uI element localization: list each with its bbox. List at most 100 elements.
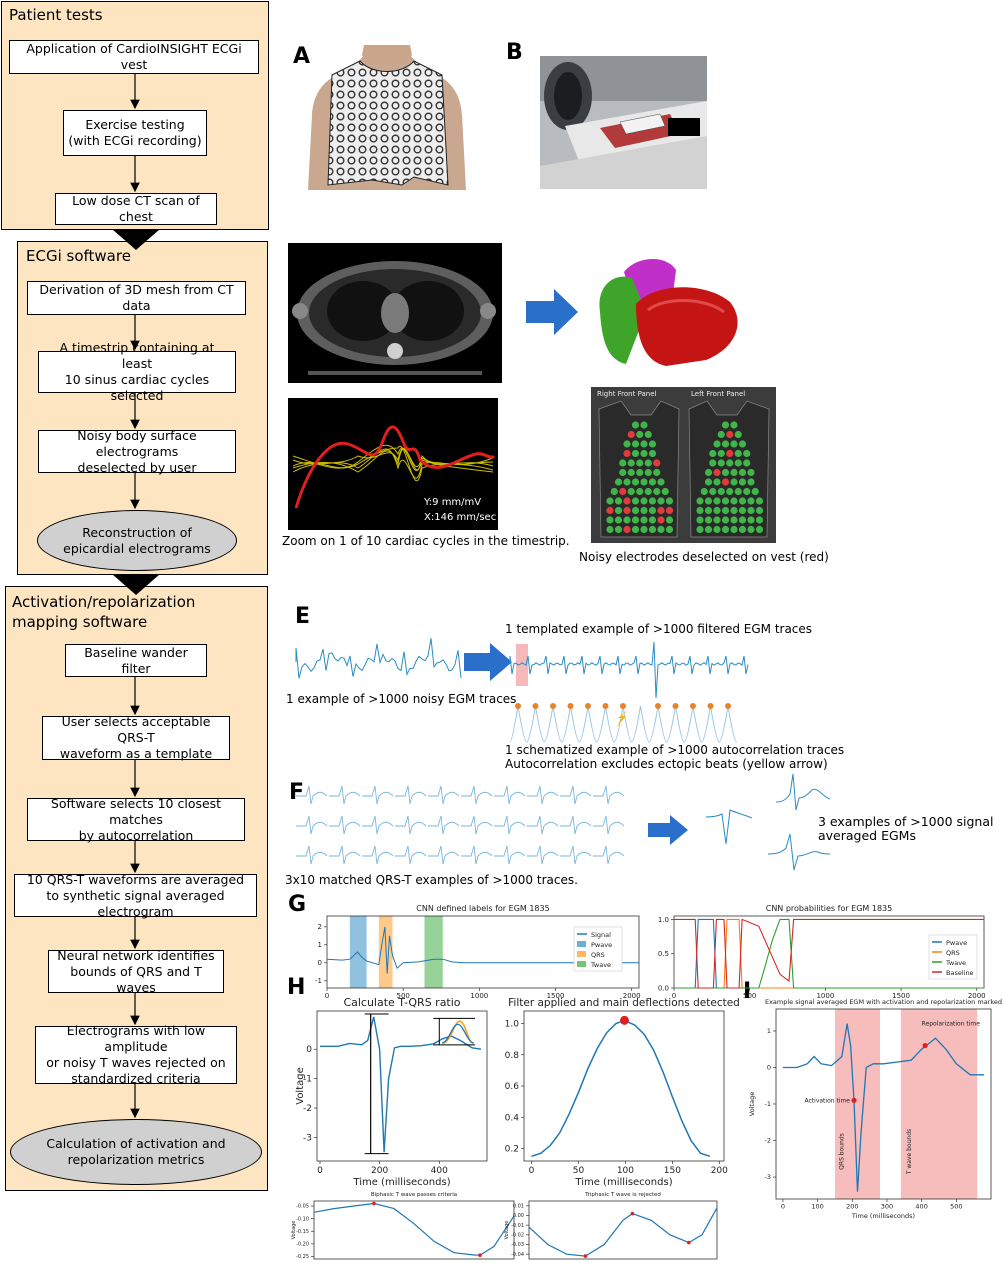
panel-letter-a: A (293, 44, 311, 69)
e-caption-noisy: 1 example of >1000 noisy EGM traces (286, 692, 517, 706)
template-highlight (516, 644, 528, 686)
electrode (623, 478, 631, 486)
marker-point (851, 1097, 857, 1103)
marker-point (922, 1042, 928, 1049)
electrode (734, 430, 742, 439)
electrode (730, 525, 738, 534)
annotation-t-wave-bounds: T wave bounds (906, 1129, 913, 1175)
electrode (709, 449, 717, 458)
electrode (606, 525, 614, 534)
electrode (721, 440, 730, 448)
y-tick-label: -3 (765, 1173, 771, 1181)
y-axis-label: Voltage (504, 1221, 510, 1240)
electrode (657, 525, 665, 534)
autocorrelation-trace (509, 703, 738, 743)
electrode (614, 525, 623, 534)
electrode (755, 506, 764, 515)
electrode (606, 497, 614, 505)
y-tick-label: -1 (315, 977, 322, 985)
electrode (610, 487, 618, 496)
electrode (751, 487, 759, 496)
ecg-zoom-trace: Y:9 mm/mV X:146 mm/sec (288, 398, 498, 530)
plot-frame (313, 1200, 515, 1260)
electrode (631, 497, 640, 505)
electrode (743, 459, 751, 467)
electrode (640, 440, 648, 448)
electrode (730, 478, 738, 486)
electrode (730, 440, 738, 448)
chart-filter-deflections: Filter applied and main deflections dete… (505, 997, 740, 1188)
ct-scanner-photo (540, 56, 707, 189)
span-twave (424, 916, 443, 988)
legend-entry: Pwave (946, 939, 967, 947)
x-tick-label: 2000 (623, 992, 641, 1000)
x-tick-label: 1000 (470, 992, 488, 1000)
y-tick-label: 0.8 (505, 1051, 520, 1061)
electrode (717, 430, 725, 439)
y-tick-label: 0.0 (658, 984, 669, 992)
electrode (721, 478, 730, 486)
left-front-panel-title: Left Front Panel (691, 390, 746, 398)
electrode (631, 506, 640, 515)
y-tick-label: 0.6 (505, 1082, 520, 1092)
electrode (644, 468, 652, 477)
y-tick-label: 0 (306, 1045, 312, 1055)
electrode (713, 525, 721, 534)
electrode (738, 478, 747, 486)
annotation-activation-time: Activation time (805, 1097, 851, 1104)
electrode (696, 506, 704, 515)
electrode (713, 516, 721, 524)
legend-entry: Twave (945, 959, 966, 967)
y-tick-label: 0 (318, 959, 322, 967)
electrode (726, 487, 734, 496)
electrode (704, 506, 713, 515)
y-tick-label: 2 (318, 923, 322, 931)
y-tick-label: -0.04 (511, 1252, 524, 1258)
f-caption-averaged: 3 examples of >1000 signal averaged EGMs (818, 814, 994, 843)
electrode (747, 506, 755, 515)
electrode (648, 497, 657, 505)
electrode (640, 506, 648, 515)
electrode (704, 525, 713, 534)
right-front-panel-title: Right Front Panel (597, 390, 657, 398)
legend-entry: Twave (590, 961, 611, 969)
electrode (700, 487, 708, 496)
electrode (726, 430, 734, 439)
electrode (648, 506, 657, 515)
electrode (717, 449, 725, 458)
electrode (636, 459, 644, 467)
averaged-egm-examples (705, 773, 831, 871)
electrode (631, 525, 640, 534)
electrode (730, 497, 738, 505)
filtered-egm-trace (509, 641, 749, 699)
autocorrelation-peak (707, 703, 714, 709)
electrode (721, 516, 730, 524)
electrode (738, 497, 747, 505)
legend-entry: QRS (591, 951, 605, 959)
electrode (730, 506, 738, 515)
electrode (721, 468, 730, 477)
electrode (747, 478, 755, 486)
ectopic-yellow-arrow (616, 710, 628, 728)
electrode (721, 497, 730, 505)
x-tick-label: 100 (617, 1166, 634, 1176)
electrode (721, 421, 730, 429)
chart-activation-repolarization: Example signal averaged EGM with activat… (748, 998, 1002, 1220)
span-pwave (349, 916, 367, 988)
electrode (640, 478, 648, 486)
electrode (653, 459, 661, 467)
series-line-signal (531, 1019, 711, 1158)
x-tick-label: 0 (325, 992, 329, 1000)
y-tick-label: 0.00 (513, 1213, 524, 1219)
electrode (713, 497, 721, 505)
marker-point (372, 1201, 376, 1206)
y-tick-label: -2 (303, 1104, 312, 1114)
electrode (653, 487, 661, 496)
electrode (734, 449, 742, 458)
step-average: 10 QRS-T waveforms are averaged to synth… (14, 872, 257, 919)
inset-twave-blue (442, 1023, 474, 1044)
electrode (704, 516, 713, 524)
y-tick-label: -0.02 (511, 1233, 524, 1239)
privacy-block (668, 118, 700, 136)
